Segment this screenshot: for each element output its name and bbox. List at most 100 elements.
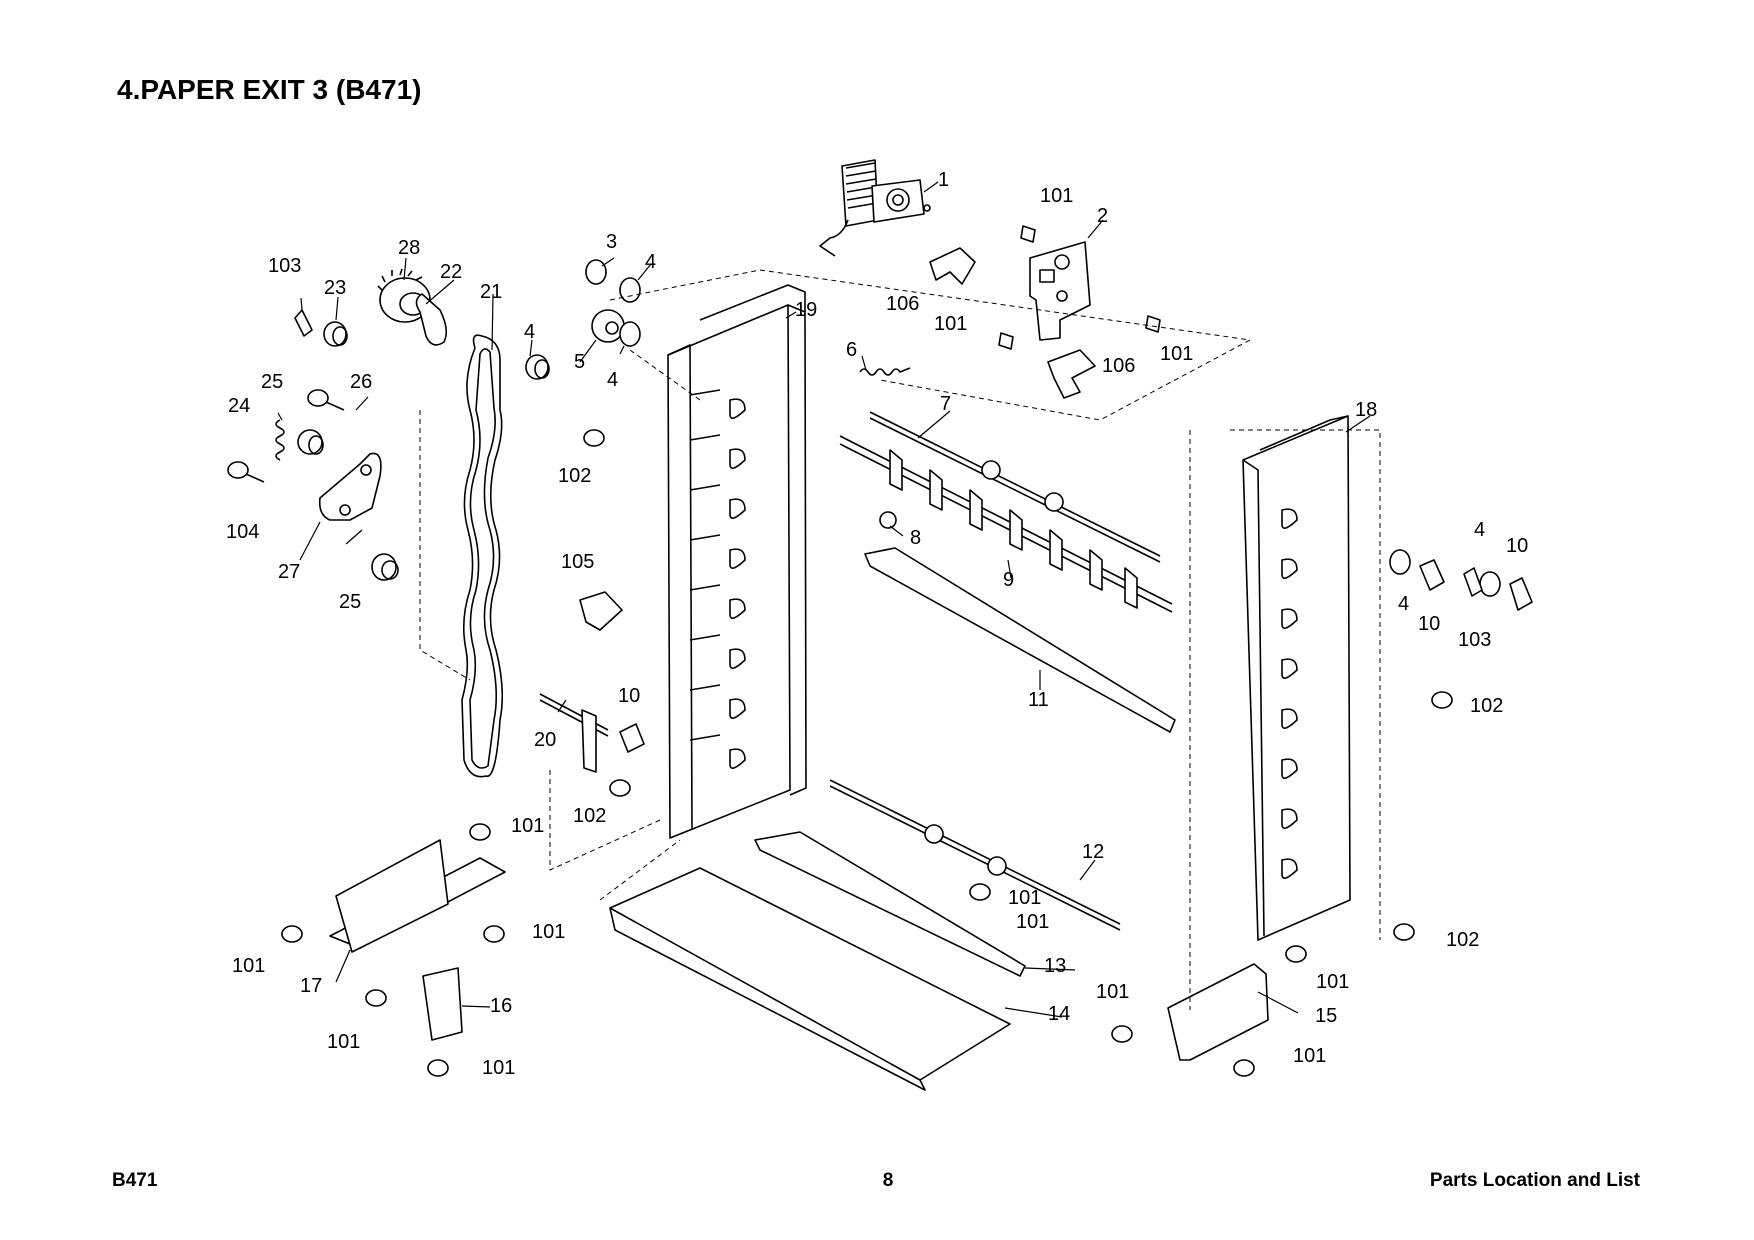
footer-section: Parts Location and List xyxy=(1429,1170,1640,1191)
callout-8: 8 xyxy=(910,527,921,549)
paddle-shaft-9 xyxy=(839,435,1173,613)
callout-101: 101 xyxy=(511,815,544,837)
callout-14: 14 xyxy=(1048,1003,1070,1025)
callout-1: 1 xyxy=(938,169,949,191)
callout-25: 25 xyxy=(339,591,361,613)
bushing-8 xyxy=(879,511,897,529)
bearing-4a xyxy=(525,354,550,380)
motor-part xyxy=(819,159,931,257)
screw-102-set xyxy=(583,429,1453,941)
callout-4: 4 xyxy=(607,369,618,391)
callout-101: 101 xyxy=(327,1031,360,1053)
callout-11: 11 xyxy=(1028,689,1049,711)
callout-104: 104 xyxy=(226,521,259,543)
spring-24 xyxy=(275,419,285,461)
callout-101: 101 xyxy=(482,1057,515,1079)
callout-3: 3 xyxy=(606,231,617,253)
shaft-20 xyxy=(539,693,609,773)
callout-28: 28 xyxy=(398,237,420,259)
assembly-guide-lines xyxy=(419,269,1381,1010)
callout-101: 101 xyxy=(1316,971,1349,993)
callout-10: 10 xyxy=(618,685,640,707)
callout-19: 19 xyxy=(795,299,817,321)
callout-7: 7 xyxy=(940,393,951,415)
callout-4: 4 xyxy=(524,321,535,343)
plate-14 xyxy=(609,867,1011,1091)
callout-labels: 1 2 3 4 4 4 4 4 5 6 7 8 9 10 10 10 11 12… xyxy=(226,169,1528,1079)
bracket-screws xyxy=(998,225,1161,350)
callout-13: 13 xyxy=(1044,955,1066,977)
shaft-7 xyxy=(869,411,1161,563)
callout-102: 102 xyxy=(1470,695,1503,717)
callout-4: 4 xyxy=(645,251,656,273)
callout-20: 20 xyxy=(534,729,556,751)
spring-6 xyxy=(859,367,911,376)
holder-105 xyxy=(579,591,623,631)
callout-25: 25 xyxy=(261,371,283,393)
callout-5: 5 xyxy=(574,351,585,373)
callout-9: 9 xyxy=(1003,569,1014,591)
callout-2: 2 xyxy=(1097,205,1108,227)
callout-101: 101 xyxy=(532,921,565,943)
callout-10: 10 xyxy=(1506,535,1528,557)
callout-106: 106 xyxy=(1102,355,1135,377)
roller-25 xyxy=(297,429,399,581)
right-frame-part xyxy=(1242,415,1351,941)
callout-27: 27 xyxy=(278,561,300,583)
callout-105: 105 xyxy=(561,551,594,573)
callout-101: 101 xyxy=(1016,911,1049,933)
clamp-106-upper xyxy=(929,247,976,285)
timing-belt-part xyxy=(461,334,504,778)
guide-plate-11 xyxy=(864,547,1176,733)
callout-4: 4 xyxy=(1474,519,1485,541)
callout-22: 22 xyxy=(440,261,462,283)
bearing-4-top xyxy=(619,277,641,347)
footer-page-number: 8 xyxy=(882,1170,894,1191)
bracket-15 xyxy=(1167,963,1269,1061)
callout-103: 103 xyxy=(268,255,301,277)
callout-102: 102 xyxy=(1446,929,1479,951)
callout-6: 6 xyxy=(846,339,857,361)
callout-101: 101 xyxy=(934,313,967,335)
callout-23: 23 xyxy=(324,277,346,299)
callout-103: 103 xyxy=(1458,629,1491,651)
callout-10: 10 xyxy=(1418,613,1440,635)
gear-3 xyxy=(585,259,607,285)
shaft-12 xyxy=(829,779,1121,931)
motor-bracket-part xyxy=(1029,241,1091,341)
clip-10-right xyxy=(1419,559,1533,611)
callout-101: 101 xyxy=(1293,1045,1326,1067)
callout-17: 17 xyxy=(300,975,322,997)
bearing-23 xyxy=(323,321,348,347)
pulley-part xyxy=(377,268,431,323)
plate-13 xyxy=(754,831,1026,977)
left-frame-part xyxy=(667,284,807,839)
callout-18: 18 xyxy=(1355,399,1377,421)
footer-model: B471 xyxy=(112,1170,158,1191)
callout-21: 21 xyxy=(480,281,502,303)
actuator-16 xyxy=(422,967,463,1041)
callout-12: 12 xyxy=(1082,841,1104,863)
bracket-17 xyxy=(329,839,506,953)
small-belt-part xyxy=(415,293,448,346)
gear-5 xyxy=(591,309,625,343)
callout-101: 101 xyxy=(1040,185,1073,207)
callout-101: 101 xyxy=(1096,981,1129,1003)
page-title: 4.PAPER EXIT 3 (B471) xyxy=(117,74,422,105)
callout-leader-lines xyxy=(277,181,1371,1018)
callout-106: 106 xyxy=(886,293,919,315)
callout-101: 101 xyxy=(1008,887,1041,909)
clip-103 xyxy=(294,309,313,337)
callout-15: 15 xyxy=(1315,1005,1337,1027)
callout-26: 26 xyxy=(350,371,372,393)
screw-26 xyxy=(307,389,345,411)
callout-4: 4 xyxy=(1398,593,1409,615)
callout-102: 102 xyxy=(558,465,591,487)
screw-104 xyxy=(227,461,265,483)
right-frame-slots xyxy=(1281,508,1298,879)
screw-101-set xyxy=(281,823,1307,1077)
callout-101: 101 xyxy=(1160,343,1193,365)
left-frame-slots xyxy=(689,389,746,769)
bearing-4-right xyxy=(1389,549,1501,597)
